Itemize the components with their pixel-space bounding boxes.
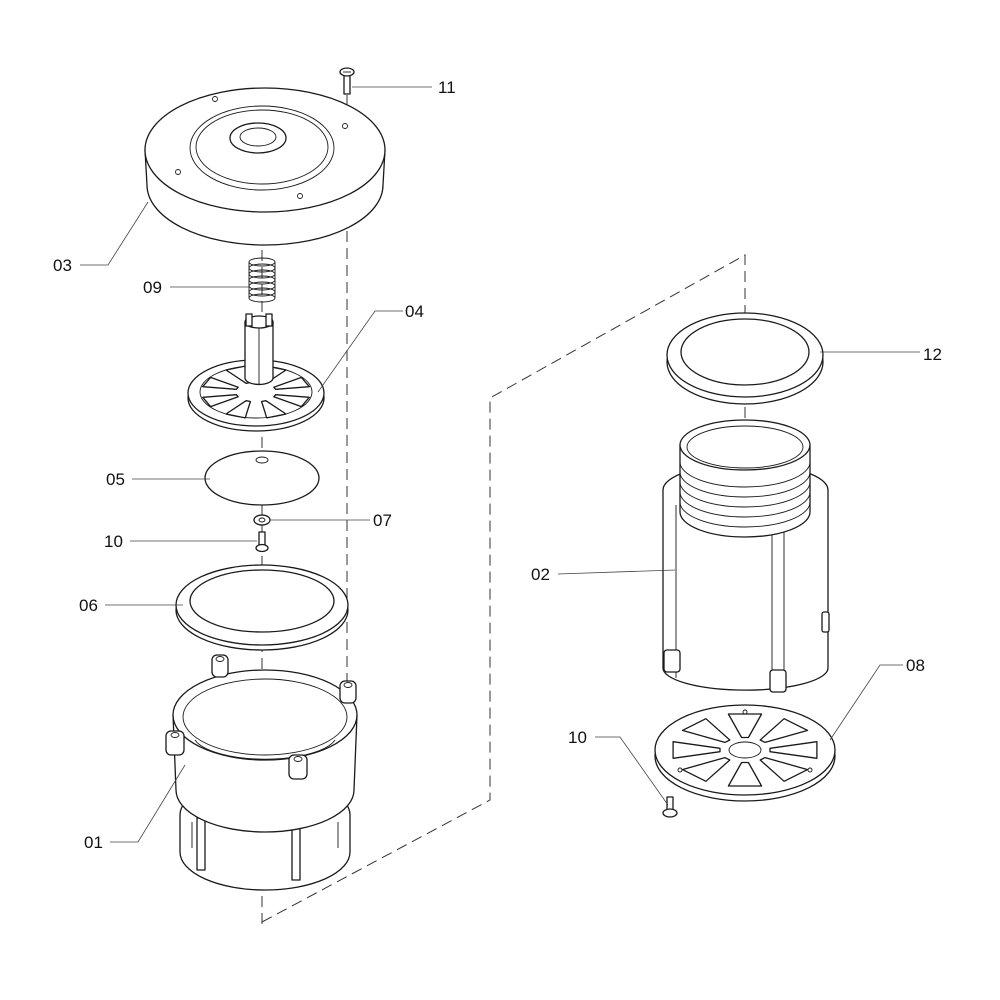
body-ear-front-left [165,730,185,756]
plate-spokes [202,365,310,419]
housing-foot-left [663,649,681,673]
part-07-washer [253,514,271,526]
part-06-gasket [175,564,349,651]
body-inner-step [194,739,336,760]
grate-slots [672,713,818,787]
grate-slot [672,741,721,759]
part-09-spring [248,257,276,303]
callout-03: 03 [53,256,72,275]
lid-hole [212,96,218,102]
part-02-housing [662,419,830,693]
callout-12: 12 [923,345,942,364]
callout-09: 09 [143,278,162,297]
plate-spoke-slot [273,376,310,390]
base-rib-left [196,817,206,871]
plate-spoke-slot [225,400,252,419]
lid-hub [229,122,287,154]
stem-tab-left [245,313,253,327]
leader-08 [829,664,903,741]
grate-slot [681,718,731,744]
part-05-disc [204,450,320,506]
plate-spoke-slot [202,376,239,390]
grate-slot [727,761,763,787]
body-inner-rim [182,678,348,756]
callout-01: 01 [84,833,103,852]
callout-07: 07 [373,511,392,530]
grate-slot [769,741,818,759]
transfer-axis [261,254,746,923]
part-12-ring [666,312,824,405]
leader-10-right [595,736,669,806]
grate-slot [759,718,809,744]
stem-tab-right [265,313,273,327]
leader-02 [557,569,676,575]
callout-05: 05 [106,470,125,489]
callout-02: 02 [531,565,550,584]
part-11-screw [339,67,355,95]
plate-spoke-slot [202,394,239,408]
callout-10-left: 10 [104,532,123,551]
body-ear-front-right [288,754,308,780]
part-08-grate [654,704,836,802]
callout-10-right: 10 [568,728,587,747]
callout-labels: 11 03 09 04 05 07 10 06 01 12 02 08 10 [53,78,942,852]
part-01-body [165,654,358,891]
grate-slot [727,713,763,739]
part-10-screw-left [255,531,269,553]
lid-hole [342,123,348,129]
base-inner-rim [191,822,339,848]
body-ear-back-left [211,654,229,678]
callout-11: 11 [438,78,456,97]
lid-hole [297,193,303,199]
callout-04: 04 [405,302,424,321]
leader-lines [80,86,920,843]
part-03-lid [144,87,386,246]
lid-hole [175,169,181,175]
grate-slot [759,756,809,782]
housing-side-clip [821,611,830,633]
part-10-screw-right [662,796,678,818]
callout-08: 08 [906,656,925,675]
callout-06: 06 [79,596,98,615]
plate-spoke-slot [273,394,310,408]
body-ear-back-right [339,680,357,704]
part-04-float-plate [187,313,325,432]
leader-01 [110,764,186,843]
housing-neck-top [679,419,811,471]
base-rib-right [291,827,301,881]
plate-spoke-slot [260,400,287,419]
leader-03 [80,201,149,266]
leader-04 [317,310,403,393]
body-top-rim [172,669,358,761]
housing-foot-right [769,669,787,693]
